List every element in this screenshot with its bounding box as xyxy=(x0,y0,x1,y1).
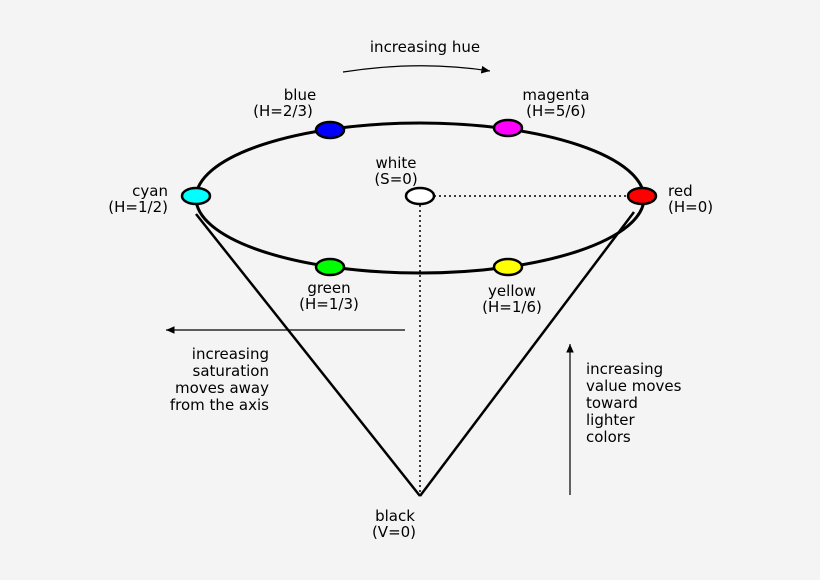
red-point xyxy=(626,186,658,206)
cyan-sub-label: (H=1/2) xyxy=(108,198,168,216)
cyan-point xyxy=(180,186,212,206)
white-point xyxy=(404,186,436,206)
magenta-point xyxy=(492,118,524,138)
green-sub-label: (H=1/3) xyxy=(299,295,359,313)
yellow-point xyxy=(492,257,524,277)
green-label: green xyxy=(307,279,350,297)
blue-sub-label: (H=2/3) xyxy=(253,102,313,120)
value-note-line-3: toward xyxy=(586,394,638,412)
value-note-line-1: increasing xyxy=(586,360,663,378)
yellow-label: yellow xyxy=(488,282,536,300)
cone-right-edge xyxy=(419,211,635,497)
green-point xyxy=(314,257,346,277)
value-note-line-4: lighter xyxy=(586,411,635,429)
saturation-note-line-3: moves away xyxy=(175,379,269,397)
white-label: white xyxy=(375,154,416,172)
saturation-note-line-4: from the axis xyxy=(170,396,269,414)
magenta-label: magenta xyxy=(522,86,589,104)
black-sub-label: (V=0) xyxy=(372,523,416,541)
white-sub-label: (S=0) xyxy=(374,170,417,188)
hue-arrow-label: increasing hue xyxy=(370,38,480,56)
saturation-note-line-1: increasing xyxy=(192,345,269,363)
value-note-line-5: colors xyxy=(586,428,631,446)
black-label: black xyxy=(375,507,415,525)
cone-left-edge xyxy=(195,213,421,497)
red-label: red xyxy=(668,182,693,200)
value-note-line-2: value moves xyxy=(586,377,682,395)
magenta-sub-label: (H=5/6) xyxy=(526,102,586,120)
red-sub-label: (H=0) xyxy=(668,198,713,216)
blue-label: blue xyxy=(284,86,316,104)
saturation-note-line-2: saturation xyxy=(193,362,270,380)
yellow-sub-label: (H=1/6) xyxy=(482,298,542,316)
blue-point xyxy=(314,120,346,140)
hue-arrow xyxy=(342,65,491,74)
cyan-label: cyan xyxy=(132,182,168,200)
